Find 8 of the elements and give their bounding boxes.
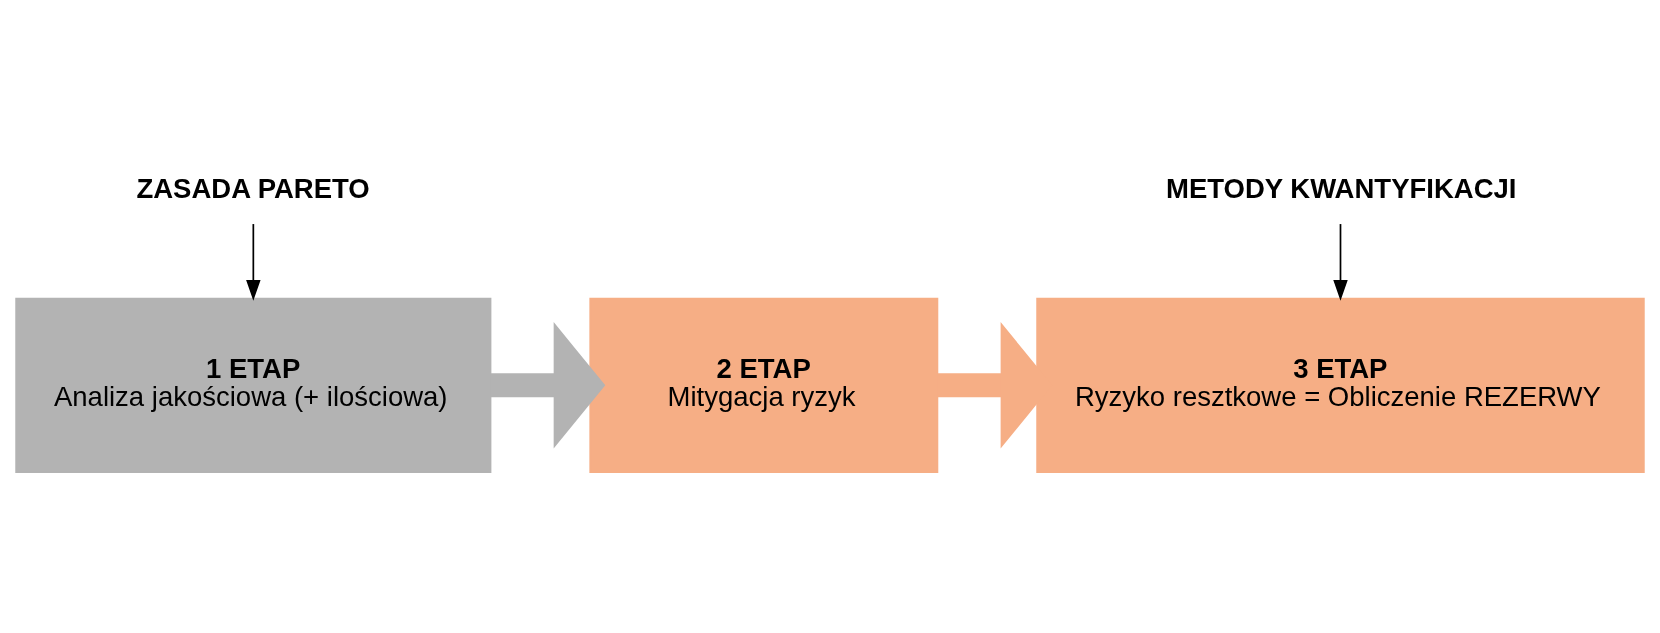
arrow [490, 321, 606, 449]
node-box: 2 ETAP Mitygacja ryzyk [589, 297, 939, 473]
node-text: ZASADA PARETO [136, 172, 370, 204]
node-box: 1 ETAP Analiza jakościowa (+ ilościowa) [15, 297, 492, 473]
arrow [246, 222, 261, 301]
arrow [1333, 222, 1348, 301]
node-box: 3 ETAP Ryzyko resztkowe = Obliczenie REZERWY [1036, 297, 1645, 473]
node-text: METODY KWANTYFIKACJI [1166, 172, 1517, 204]
